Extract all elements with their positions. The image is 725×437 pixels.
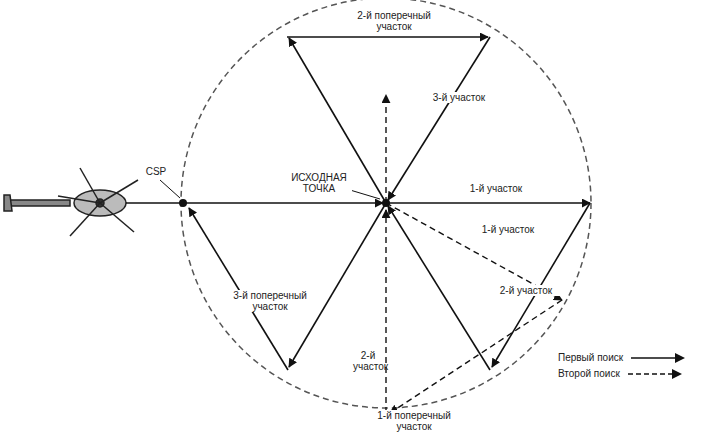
legend-swatch: [629, 353, 685, 363]
track-label: 2-й участок: [492, 285, 560, 296]
track-label: 2-й участок: [352, 350, 384, 372]
track-label: 1-й участок: [462, 183, 530, 194]
track-label: 1-й поперечный участок: [368, 410, 460, 432]
leader-line: [350, 190, 380, 199]
legend-text: Второй поиск: [558, 368, 620, 380]
track-label: 2-й поперечный участок: [350, 10, 438, 32]
track-label: 3-й поперечный участок: [226, 290, 314, 312]
track-label: ИСХОДНАЯ ТОЧКА: [286, 172, 352, 194]
first-search-track: [126, 37, 590, 370]
legend-row: Второй поиск: [558, 368, 682, 380]
track-label: CSP: [140, 166, 172, 177]
second-search-track: [386, 95, 562, 413]
legend-swatch: [626, 369, 682, 379]
track-label: 1-й участок: [474, 224, 542, 235]
legend-text: Первый поиск: [558, 352, 623, 364]
leader-line: [160, 180, 180, 198]
helicopter: [4, 168, 138, 236]
track-label: 3-й участок: [426, 92, 492, 103]
search-circle: [181, 0, 591, 408]
legend-row: Первый поиск: [558, 352, 685, 364]
csp-point: [179, 199, 187, 207]
